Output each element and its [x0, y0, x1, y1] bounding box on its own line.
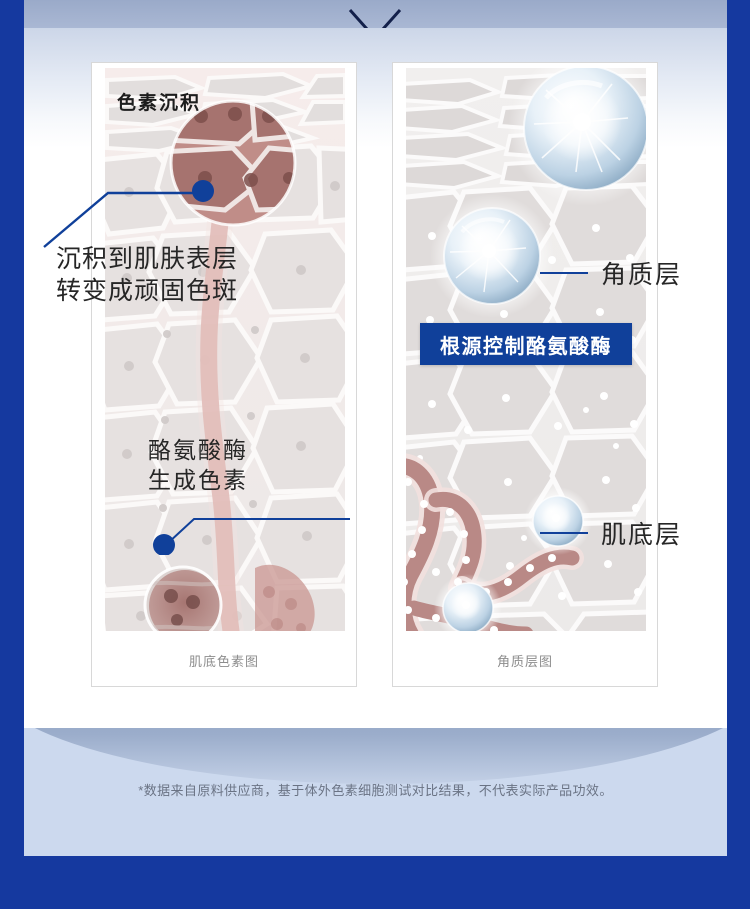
- callout-line-2: 转变成顽固色斑: [56, 277, 239, 305]
- panel-caption-right: 角质层图: [496, 654, 553, 669]
- footnote-text: *数据来自原料供应商，基于体外色素细胞测试对比结果，不代表实际产品功效。: [138, 783, 613, 798]
- footer-arc-decoration: [24, 728, 727, 784]
- leader-line-tyrosinase: [153, 518, 350, 555]
- side-label-text: 肌底层: [601, 521, 683, 549]
- illustration-basal-pigment: [105, 68, 345, 631]
- side-label-text: 角质层: [601, 261, 683, 289]
- panel-caption-left: 肌底色素图: [188, 654, 259, 669]
- label-pigment-deposition: 色素沉积: [117, 93, 202, 114]
- callout-pigment-deposition: 沉积到肌肤表层 转变成顽固色斑: [56, 243, 238, 307]
- blue-dot-marker: [153, 534, 175, 555]
- blue-dot-marker: [192, 180, 214, 202]
- callout-line-1: 沉积到肌肤表层: [56, 245, 239, 273]
- leader-line-icon: [540, 532, 588, 534]
- callout-line-2: 生成色素: [148, 466, 248, 493]
- banner-root-control: 根源控制酪氨酸酶: [420, 323, 632, 365]
- panel-stratum-corneum: 角质层图: [392, 62, 658, 687]
- side-label-basal-layer: 肌底层: [540, 515, 682, 551]
- callout-line-1: 酪氨酸酶: [148, 437, 248, 463]
- panel-basal-pigment: 肌底色素图: [91, 62, 357, 687]
- leader-line-pigment-deposition: [43, 180, 214, 248]
- footer-band: *数据来自原料供应商，基于体外色素细胞测试对比结果，不代表实际产品功效。: [24, 728, 727, 856]
- side-label-stratum-corneum: 角质层: [540, 255, 682, 291]
- leader-line-icon: [540, 272, 588, 274]
- callout-tyrosinase: 酪氨酸酶 生成色素: [148, 436, 248, 496]
- skin-cells-artwork: [105, 68, 345, 631]
